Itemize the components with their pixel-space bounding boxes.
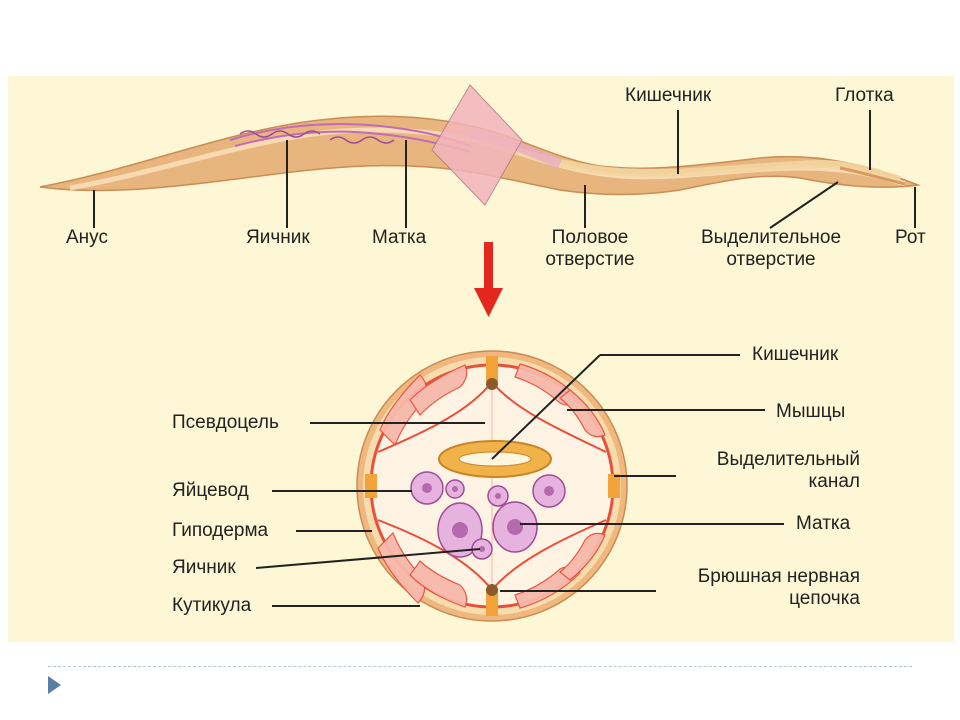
label-pseudocoel: Псевдоцель (172, 412, 279, 433)
label-excretory-canal-line2: канал (808, 471, 860, 492)
label-nerve-cord-line2: цепочка (789, 588, 860, 609)
label-ovary-long: Яичник (246, 227, 310, 248)
label-genital-pore-line2: отверстие (545, 249, 635, 270)
label-hypodermis: Гиподерма (172, 520, 269, 541)
label-uterus-long: Матка (372, 227, 427, 248)
label-excretory-pore: Выделительное отверстие (683, 227, 859, 271)
label-pharynx: Глотка (835, 85, 894, 106)
label-nerve-cord-line1: Брюшная нервная (697, 566, 860, 587)
label-excretory-canal: Выделительный канал (680, 449, 860, 493)
label-muscles: Мышцы (776, 401, 846, 422)
label-anus: Анус (66, 227, 108, 248)
label-nerve-cord: Брюшная нервная цепочка (640, 566, 860, 610)
label-excretory-pore-line1: Выделительное (700, 227, 842, 248)
section-plane (431, 84, 523, 206)
label-intestine-long: Кишечник (625, 85, 712, 106)
label-intestine-cross: Кишечник (752, 344, 839, 365)
label-genital-pore: Половое отверстие (530, 227, 650, 271)
label-cuticle: Кутикула (172, 595, 252, 616)
cross-section (356, 350, 628, 622)
label-genital-pore-line1: Половое (551, 227, 629, 248)
play-triangle-icon[interactable] (48, 676, 61, 694)
label-excretory-pore-line2: отверстие (726, 249, 816, 270)
label-ovary-cross: Яичник (172, 557, 236, 578)
down-arrow-icon (474, 242, 503, 317)
label-oviduct: Яйцевод (172, 480, 249, 501)
cross-section-leader-lines (255, 354, 784, 607)
slide-divider (48, 666, 912, 667)
label-excretory-canal-line1: Выделительный (716, 449, 860, 470)
longitudinal-leader-lines (93, 110, 916, 229)
label-uterus-cross: Матка (796, 513, 851, 534)
label-mouth: Рот (895, 227, 926, 248)
